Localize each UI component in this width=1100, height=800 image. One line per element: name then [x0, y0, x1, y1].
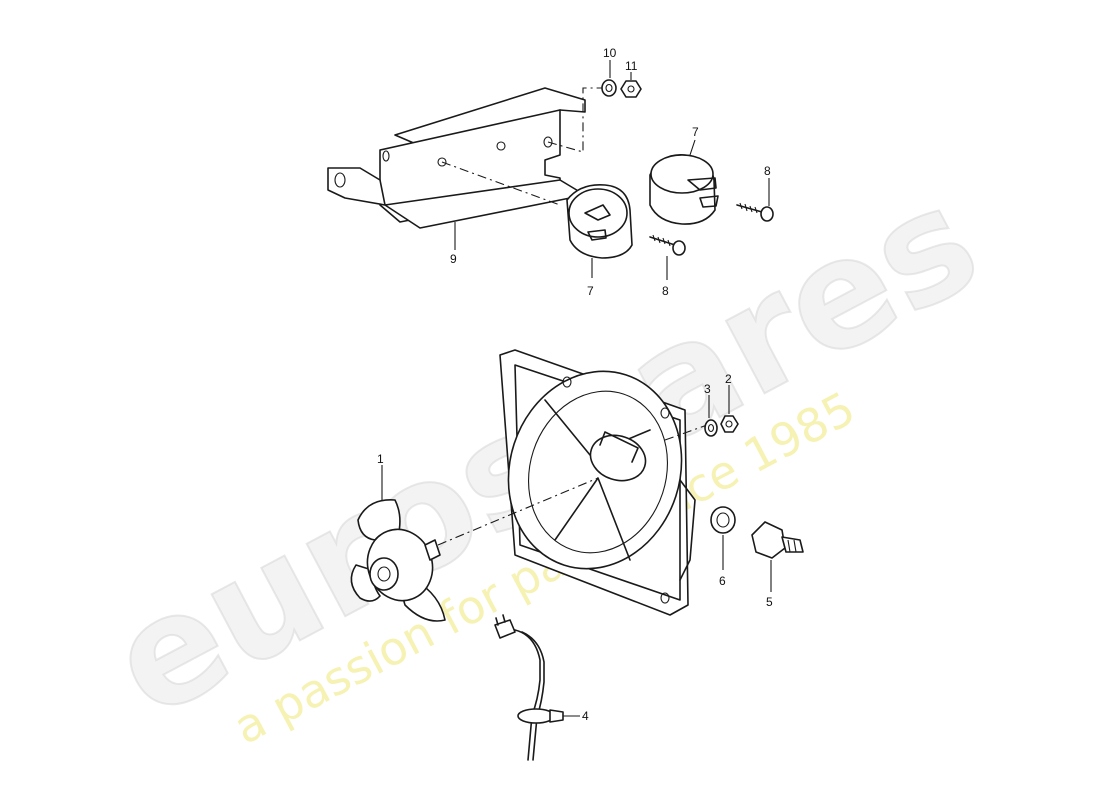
washer-part-10 — [601, 60, 617, 97]
screw-part-8-right — [736, 178, 774, 222]
callout-labels: 1 2 3 4 5 6 7 7 8 8 9 10 11 — [377, 46, 773, 723]
callout-3: 3 — [704, 382, 711, 396]
washer-part-3 — [704, 395, 718, 437]
relay-part-7-right — [649, 139, 719, 225]
bracket-part-9 — [327, 87, 604, 250]
callout-4: 4 — [582, 709, 589, 723]
nut-part-11 — [620, 72, 642, 98]
callout-8-right: 8 — [764, 164, 771, 178]
callout-5: 5 — [766, 595, 773, 609]
screw-part-8-left — [649, 234, 686, 280]
nut-part-2 — [720, 385, 739, 433]
callout-11: 11 — [625, 59, 638, 73]
callout-7-right: 7 — [692, 125, 699, 139]
wiring-harness-clip-part-4 — [494, 614, 580, 761]
callout-9: 9 — [450, 252, 457, 266]
fan-blade-part-1 — [350, 465, 446, 622]
callout-7-left: 7 — [587, 284, 594, 298]
callout-10: 10 — [603, 46, 617, 60]
relay-part-7-left — [566, 183, 633, 278]
fan-shroud — [437, 349, 711, 616]
callout-1: 1 — [377, 452, 384, 466]
grommet-part-6 — [710, 506, 736, 570]
temp-switch-part-5 — [751, 521, 804, 592]
callout-6: 6 — [719, 574, 726, 588]
callout-8-left: 8 — [662, 284, 669, 298]
callout-2: 2 — [725, 372, 732, 386]
